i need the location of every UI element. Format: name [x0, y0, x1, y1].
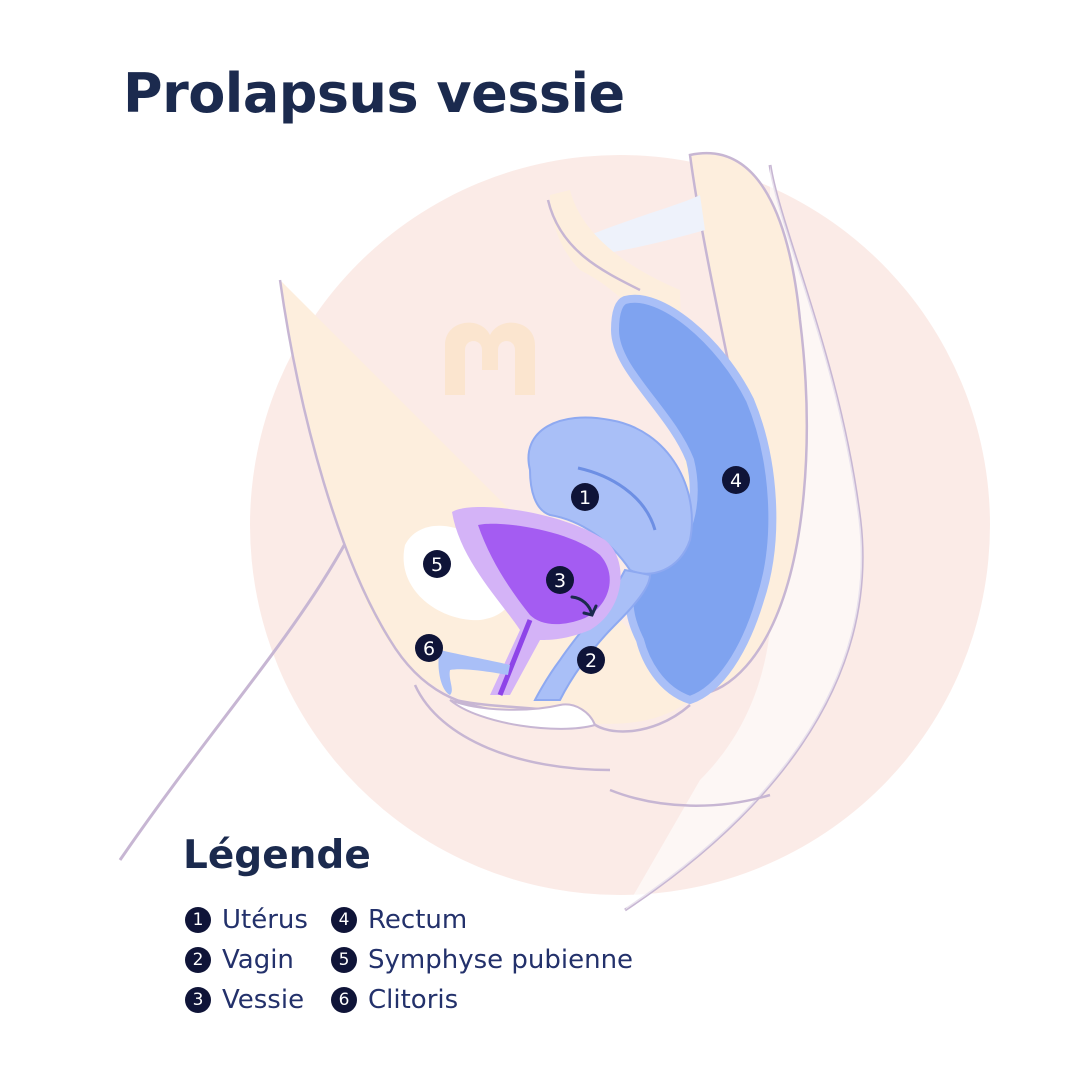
prolapse-arrow-icon: [570, 595, 598, 617]
svg-text:5: 5: [431, 554, 443, 576]
svg-text:6: 6: [423, 638, 435, 660]
legend-item-clitoris: 6 Clitoris: [331, 982, 651, 1018]
clitoris: [438, 650, 510, 695]
marker-rectum: 4: [722, 466, 750, 494]
legend-item-bladder: 3 Vessie: [185, 982, 331, 1018]
rectum: [610, 294, 777, 705]
legend: 1 Utérus 4 Rectum 2 Vagin 5 Symphyse pub…: [185, 902, 651, 1018]
legend-title: Légende: [183, 833, 371, 878]
legend-item-vagina: 2 Vagin: [185, 942, 331, 978]
brand-logo: [445, 322, 535, 395]
legend-number: 6: [331, 987, 357, 1013]
spine-ligament: [590, 195, 705, 255]
marker-uterus: 1: [571, 483, 599, 511]
marker-clitoris: 6: [415, 634, 443, 662]
svg-text:4: 4: [730, 470, 742, 492]
legend-number: 1: [185, 907, 211, 933]
legend-item-rectum: 4 Rectum: [331, 902, 651, 938]
marker-bladder: 3: [546, 566, 574, 594]
uterus: [527, 416, 693, 575]
svg-text:1: 1: [579, 487, 591, 509]
marker-vagina: 2: [577, 646, 605, 674]
legend-item-pubic-symphysis: 5 Symphyse pubienne: [331, 942, 651, 978]
marker-pubic-symphysis: 5: [423, 550, 451, 578]
legend-label: Clitoris: [368, 985, 459, 1015]
legend-label: Vagin: [222, 945, 294, 975]
legend-number: 2: [185, 947, 211, 973]
legend-number: 3: [185, 987, 211, 1013]
svg-text:2: 2: [585, 650, 597, 672]
pelvic-tissue: [280, 190, 730, 724]
legend-item-uterus: 1 Utérus: [185, 902, 331, 938]
legend-label: Vessie: [222, 985, 305, 1015]
vulva: [449, 699, 597, 730]
urethra: [497, 619, 533, 696]
legend-label: Utérus: [222, 905, 308, 935]
uterine-cavity: [577, 466, 657, 531]
legend-number: 4: [331, 907, 357, 933]
svg-text:3: 3: [554, 570, 566, 592]
page-title: Prolapsus vessie: [123, 62, 625, 125]
legend-label: Symphyse pubienne: [368, 945, 634, 975]
legend-number: 5: [331, 947, 357, 973]
legend-label: Rectum: [368, 905, 468, 935]
